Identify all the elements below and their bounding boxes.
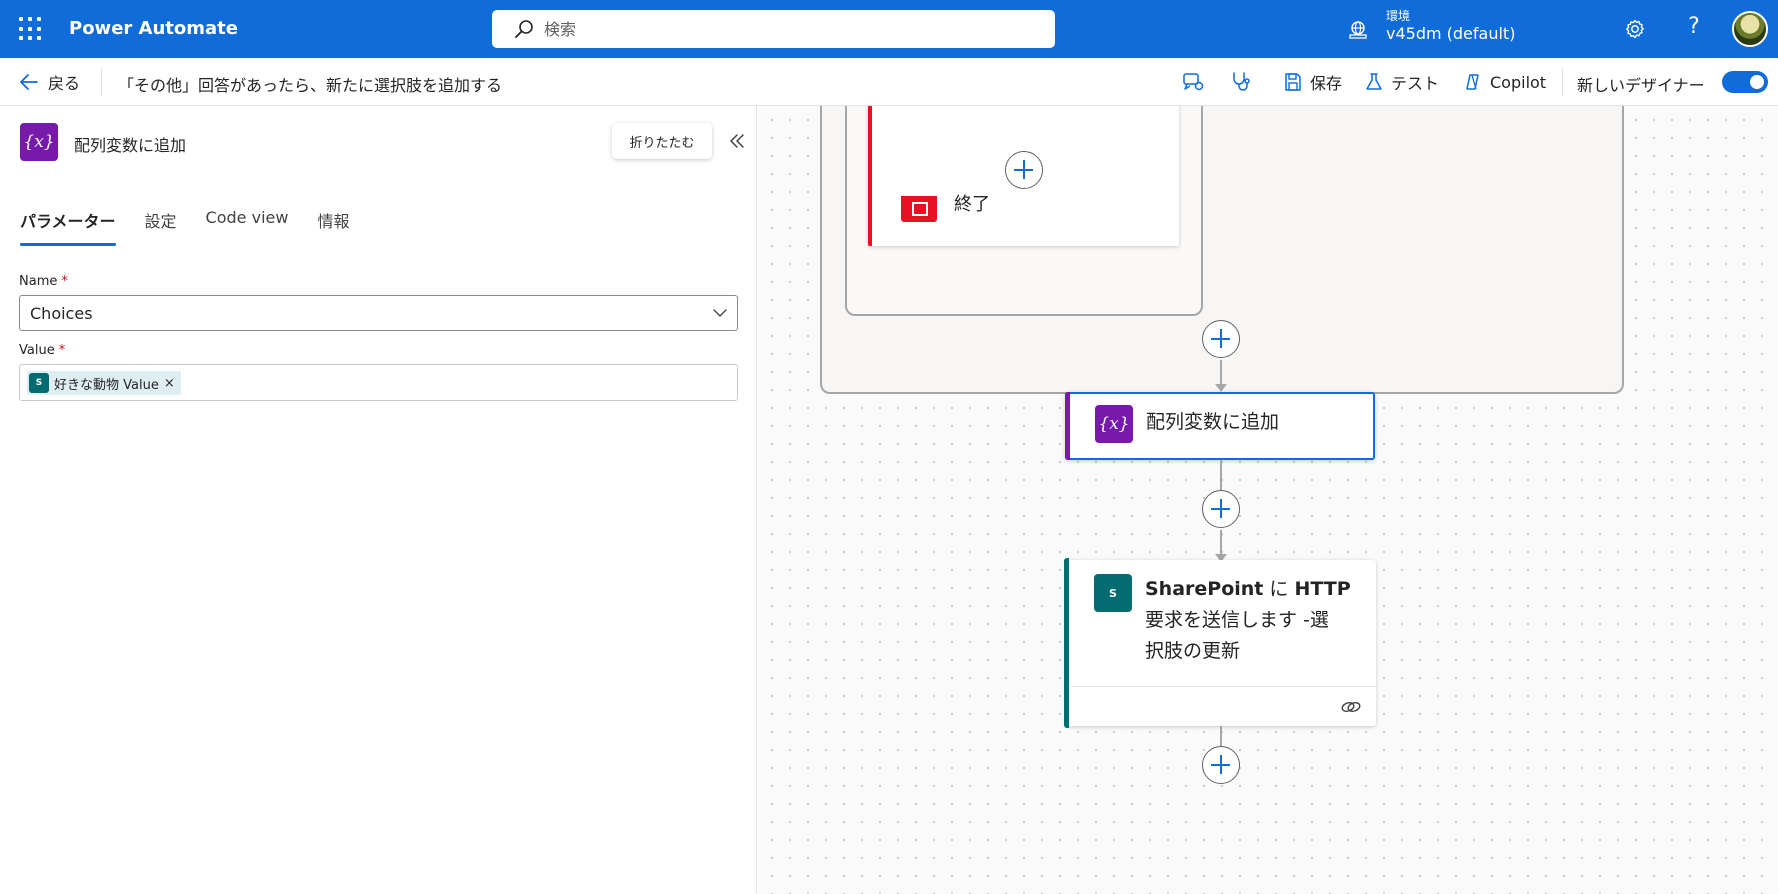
user-avatar[interactable]: [1732, 11, 1768, 47]
flask-icon: [1366, 73, 1382, 90]
add-step-button[interactable]: [1202, 746, 1240, 784]
value-input[interactable]: S 好きな動物 Value ×: [19, 364, 738, 401]
value-label-text: Value: [19, 343, 55, 358]
token-remove-icon[interactable]: ×: [163, 375, 175, 391]
sharepoint-icon: S: [1094, 574, 1132, 612]
title-part: に: [1263, 578, 1295, 600]
connector-line: [1220, 726, 1222, 746]
add-step-button[interactable]: [1005, 151, 1043, 189]
name-dropdown-value: Choices: [30, 304, 93, 323]
connector-line: [1220, 460, 1222, 490]
command-bar: 戻る 「その他」回答があったら、新たに選択肢を追加する 保存 テスト Copil…: [0, 58, 1778, 106]
token-label: 好きな動物 Value: [54, 377, 159, 393]
value-field-label: Value*: [19, 343, 65, 358]
title-part: SharePoint: [1145, 578, 1264, 600]
card-footer: [1070, 686, 1376, 726]
environment-icon[interactable]: [1347, 19, 1369, 41]
flow-title[interactable]: 「その他」回答があったら、新たに選択肢を追加する: [118, 76, 503, 95]
settings-gear-icon[interactable]: [1623, 17, 1647, 41]
required-mark: *: [58, 343, 66, 358]
flow-canvas[interactable]: 終了 {x} 配列変数に追加 S SharePoint に HTTP 要求を送信…: [758, 106, 1778, 894]
collapse-panel-icon[interactable]: [726, 130, 748, 152]
save-button[interactable]: 保存: [1282, 70, 1342, 94]
save-icon: [1285, 73, 1301, 91]
tab-code-view[interactable]: Code view: [205, 208, 289, 227]
required-mark: *: [61, 274, 68, 289]
connector-line: [1220, 530, 1222, 554]
panel-action-title[interactable]: 配列変数に追加: [74, 136, 187, 155]
action-properties-panel: {x} 配列変数に追加 折りたたむ パラメーター 設定 Code view 情報…: [0, 106, 757, 894]
add-step-button[interactable]: [1202, 490, 1240, 528]
app-header: Power Automate 環境 v45dm (default) ?: [0, 0, 1778, 58]
card-accent-bar: [1065, 392, 1070, 460]
save-label: 保存: [1310, 74, 1343, 93]
append-array-action-card[interactable]: {x} 配列変数に追加: [1065, 392, 1375, 460]
tab-settings[interactable]: 設定: [144, 212, 177, 231]
back-button[interactable]: 戻る: [18, 70, 80, 94]
panel-tabs: パラメーター 設定 Code view 情報: [20, 206, 349, 246]
collapse-tooltip: 折りたたむ: [612, 123, 712, 159]
search-input[interactable]: [544, 16, 1024, 42]
app-name[interactable]: Power Automate: [69, 18, 238, 39]
terminate-icon: [901, 196, 937, 222]
sharepoint-icon: S: [29, 373, 49, 393]
variable-icon: {x}: [1095, 405, 1133, 443]
sharepoint-card-title-line2: 要求を送信します -選: [1145, 609, 1329, 631]
app-launcher-icon[interactable]: [19, 17, 43, 41]
test-button[interactable]: テスト: [1363, 70, 1439, 94]
divider: [1562, 68, 1563, 96]
variable-icon: {x}: [20, 123, 58, 161]
copilot-label: Copilot: [1490, 72, 1547, 92]
chevron-down-icon: [713, 309, 727, 317]
test-label: テスト: [1391, 74, 1440, 93]
environment-label[interactable]: 環境: [1386, 9, 1411, 23]
environment-name[interactable]: v45dm (default): [1386, 24, 1516, 43]
divider: [101, 68, 102, 96]
connector-line: [1220, 360, 1222, 384]
new-designer-toggle[interactable]: [1722, 71, 1768, 93]
tab-about[interactable]: 情報: [317, 212, 350, 231]
dynamic-content-token[interactable]: S 好きな動物 Value ×: [27, 371, 181, 395]
stethoscope-icon[interactable]: [1229, 70, 1253, 94]
copilot-button[interactable]: Copilot: [1462, 70, 1546, 94]
sharepoint-card-title-line3: 択肢の更新: [1145, 640, 1241, 662]
card-accent-bar: [1064, 558, 1069, 728]
new-designer-label: 新しいデザイナー: [1577, 76, 1705, 95]
name-dropdown[interactable]: Choices: [19, 295, 738, 331]
connection-link-icon[interactable]: [1340, 697, 1362, 717]
sharepoint-http-action-card[interactable]: S SharePoint に HTTP 要求を送信します -選 択肢の更新: [1064, 558, 1376, 728]
help-icon[interactable]: ?: [1688, 14, 1700, 39]
flow-checker-icon[interactable]: [1181, 70, 1205, 94]
sharepoint-card-title: SharePoint に HTTP 要求を送信します -選 択肢の更新: [1145, 574, 1365, 667]
search-icon: [515, 20, 533, 38]
add-step-button[interactable]: [1202, 320, 1240, 358]
connector-arrow: [1215, 384, 1227, 392]
arrow-left-icon: [20, 74, 38, 90]
title-part: HTTP: [1294, 578, 1351, 600]
search-box[interactable]: [492, 10, 1055, 48]
terminate-card-text: 終了: [954, 194, 990, 215]
name-label-text: Name: [19, 274, 58, 289]
name-field-label: Name*: [19, 274, 68, 289]
append-card-title: 配列変数に追加: [1146, 411, 1280, 433]
connector-arrow: [1215, 554, 1227, 562]
sharepoint-card-title-line1: SharePoint に HTTP: [1145, 574, 1365, 605]
tab-parameters[interactable]: パラメーター: [20, 206, 116, 246]
back-label: 戻る: [48, 74, 81, 93]
copilot-icon: [1466, 74, 1479, 90]
